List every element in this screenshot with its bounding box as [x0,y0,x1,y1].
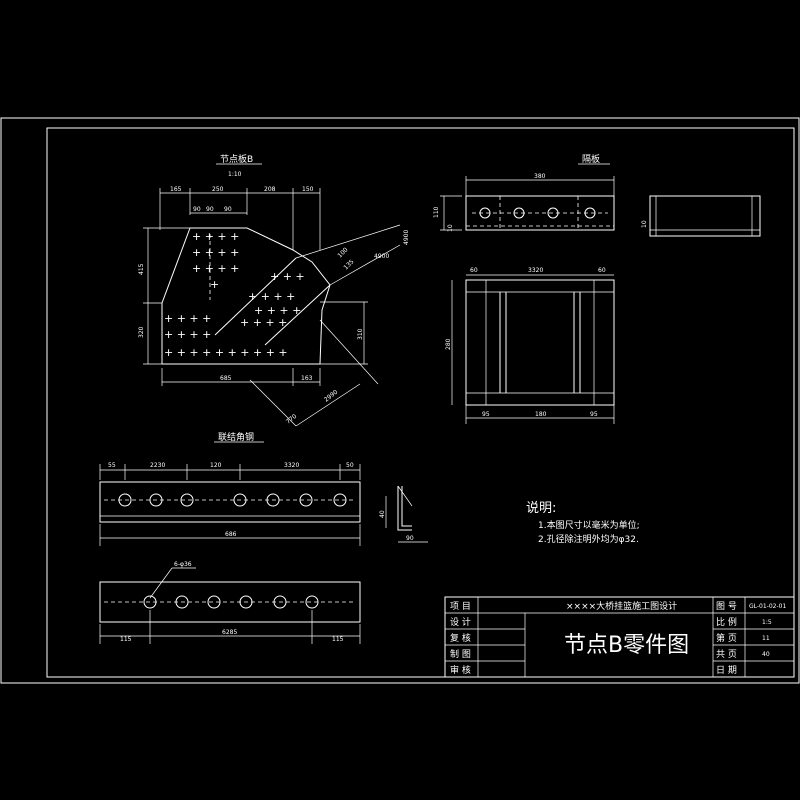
svg-text:+ + + +: + + + + [240,316,287,329]
bolt-group-top: + + + + + + + + + + + + + [192,230,239,291]
tb-scale: 1:5 [762,619,772,626]
tb-page: 11 [762,635,770,642]
np-diag-7: 770 [285,413,298,426]
ang2-bottom-2: 6285 [222,629,237,636]
dp2-bottom-3: 95 [590,411,598,418]
dp2-bottom-1: 95 [482,411,490,418]
tb-rlabel-5: 日 期 [716,665,737,676]
svg-text:+ + + +: + + + + [192,246,239,259]
tb-project: ××××大桥挂篮施工图设计 [566,600,677,612]
diaphragm-plan [465,279,615,406]
np-dim-left-2: 320 [138,326,145,338]
tb-label-3: 复 核 [450,632,471,644]
np-dim-sub-1: 90 [193,206,201,213]
tb-rlabel-3: 第 页 [716,632,737,644]
angle-section [397,486,412,531]
sec-dim-2: 90 [406,535,414,542]
note-1: 1.本图尺寸以毫米为单位; [538,519,640,531]
np-dim-bottom-2: 163 [301,375,313,382]
ang-top-5: 50 [346,462,354,469]
dp2-top-1: 60 [470,267,478,274]
np-dim-top-3: 208 [264,186,276,193]
tb-label-5: 审 核 [450,664,471,676]
tb-drawing-title: 节点B零件图 [564,633,689,658]
diaphragm-view: 隔板 380 110 10 10 60 3320 60 [433,153,761,424]
angle-front [99,481,361,523]
svg-text:+ + + +: + + + + [192,262,239,275]
np-dim-top-1: 165 [170,186,182,193]
svg-text:+ + +: + + + [270,270,305,283]
dp-dim-top: 380 [534,173,546,180]
svg-text:+ + + +: + + + + [248,290,295,303]
notes-title: 说明: [526,501,556,516]
dp-dim-left-1: 110 [433,206,440,218]
bolt-group-diagonal: + + + + + + + + + + + + + + + [240,270,305,329]
tb-rlabel-2: 比 例 [716,616,737,628]
np-diag-4: 4900 [374,253,389,260]
np-dim-top-4: 150 [302,186,314,193]
notes: 说明: 1.本图尺寸以毫米为单位; 2.孔径除注明外均为φ32. [526,501,640,545]
connecting-angle-view: 联结角钢 55 2230 120 3320 50 686 40 [99,431,428,644]
diaphragm-plate [465,195,615,231]
np-dim-bottom-1: 685 [220,375,232,382]
sec-dim-1: 40 [379,510,386,518]
dp-side-dim: 10 [641,220,648,228]
svg-text:+ + + +: + + + + [164,312,211,325]
np-diag-3: 4900 [403,230,410,245]
outer-border [0,117,800,684]
np-diag-6: 2990 [323,389,339,404]
ang-total: 686 [225,531,237,538]
tb-rlabel-4: 共 页 [716,649,737,660]
dp2-bottom-2: 180 [535,411,547,418]
ang2-holes-label: 6-φ36 [174,561,192,568]
node-plate-view: 节点板B 1:10 165 250 208 150 90 90 90 415 3… [138,153,410,427]
tb-total: 40 [762,651,770,658]
ang-top-1: 55 [108,462,116,469]
bolt-group-left: + + + + + + + + + + + + + + + + + + [164,312,288,359]
ang2-bottom-3: 115 [332,636,344,643]
svg-text:+: + [210,278,219,291]
svg-text:+ + + +: + + + + [192,230,239,243]
tb-label-1: 项 目 [450,601,471,612]
dp2-left: 280 [445,338,452,350]
svg-text:+ + + + + + + + + +: + + + + + + + + + + [164,346,288,359]
np-dim-sub-2: 90 [206,206,214,213]
np-diag-1: 100 [336,246,349,259]
diaphragm-title: 隔板 [582,153,600,165]
np-dim-top-2: 250 [212,186,224,193]
tb-drawing-no: GL-01-02-01 [749,603,786,610]
angle-title: 联结角钢 [218,431,254,443]
tb-rlabel-1: 图 号 [716,601,737,612]
dp2-top-2: 3320 [528,267,543,274]
inner-border [46,127,795,678]
node-plate-title: 节点板B [220,153,253,165]
dp2-top-3: 60 [598,267,606,274]
np-diag-5: 310 [357,328,364,340]
svg-text:+ + + +: + + + + [254,304,301,317]
ang-top-2: 2230 [150,462,165,469]
np-dim-sub-3: 90 [224,206,232,213]
node-plate-outline [161,227,331,365]
node-plate-scale: 1:10 [228,171,242,178]
ang2-bottom-1: 115 [120,636,132,643]
tb-label-2: 设 计 [450,616,471,628]
ang-top-4: 3320 [284,462,299,469]
tb-label-4: 制 图 [450,648,471,660]
np-diag-2: 135 [342,258,355,271]
dp-dim-left-2: 10 [447,224,454,232]
np-dim-left-1: 415 [138,263,145,275]
angle-plan [99,581,361,623]
note-2: 2.孔径除注明外均为φ32. [538,533,639,545]
title-block: 项 目 设 计 复 核 制 图 审 核 ××××大桥挂篮施工图设计 节点B零件图… [444,596,795,678]
ang-top-3: 120 [210,462,222,469]
svg-text:+ + + +: + + + + [164,328,211,341]
